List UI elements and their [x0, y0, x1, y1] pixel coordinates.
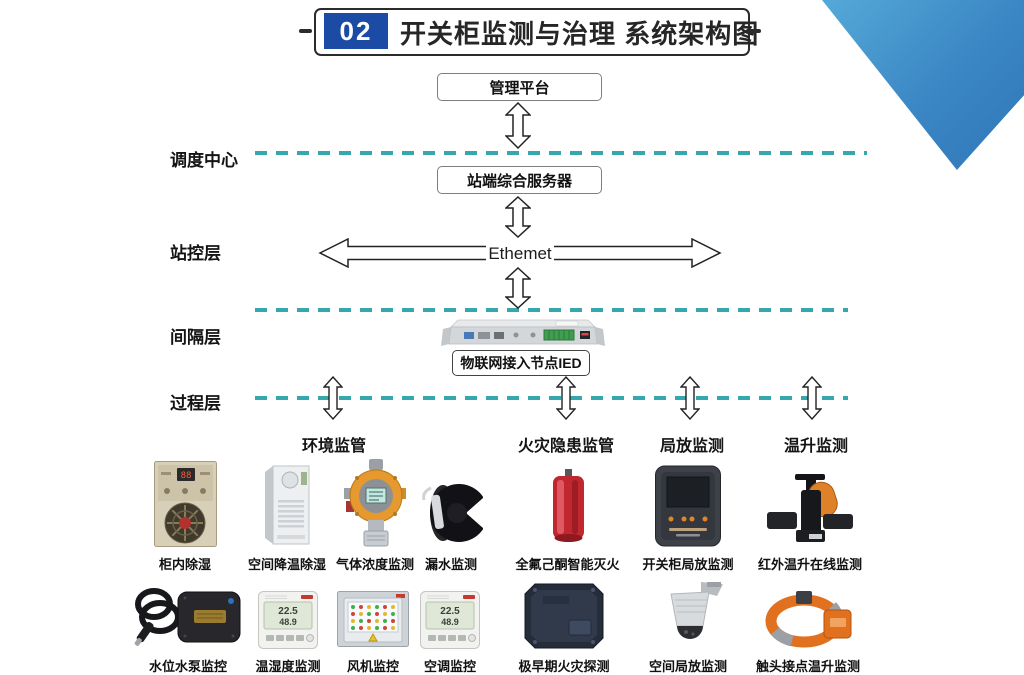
early-fire-detector-icon [524, 583, 604, 649]
double-arrow-icon [505, 267, 531, 309]
category-temperature-rise: 温升监测 [783, 438, 849, 455]
device-cell: 88 柜内除湿 [120, 456, 250, 573]
tier-line-dispatch [255, 151, 867, 155]
layer-label-bay: 间隔层 [170, 328, 221, 347]
device-label: 全氟己酮智能灭火 [515, 557, 620, 572]
device-label: 红外温升在线监测 [757, 557, 862, 572]
title-frame: 02 开关柜监测与治理 系统架构图 [314, 8, 760, 56]
ethernet-bus-arrow: Ethemet [318, 238, 722, 268]
double-arrow-icon [505, 102, 531, 149]
device-cell: 水位水泵监控 [123, 582, 253, 675]
layer-label-station-control: 站控层 [170, 244, 221, 263]
tier-line-process [255, 396, 848, 400]
device-label: 风机监控 [346, 659, 399, 674]
ied-rack-device-image [441, 319, 605, 346]
node-management-platform: 管理平台 [437, 73, 602, 101]
device-label: 空间降温除湿 [247, 557, 326, 572]
temp-humidity-meter-icon: 22.5 48.9 [258, 591, 318, 649]
double-arrow-icon [505, 196, 531, 238]
fire-suppression-cylinder-icon [552, 469, 584, 542]
partial-discharge-monitor-icon [655, 465, 721, 547]
device-cell: 空间局放监测 [623, 582, 753, 675]
device-cell: 漏水监测 [386, 456, 516, 573]
cooling-cabinet-icon [265, 465, 310, 545]
air-conditioner-meter-icon: 22.5 48.9 [420, 591, 480, 649]
svg-text:48.9: 48.9 [441, 617, 459, 627]
double-arrow-icon [680, 376, 700, 420]
device-label: 空间局放监测 [648, 659, 727, 674]
category-fire-hazard: 火灾隐患监管 [517, 438, 615, 455]
water-pump-sensor-icon [134, 588, 241, 646]
ptz-camera-icon [670, 582, 723, 639]
device-label: 极早期火灾探测 [518, 659, 610, 674]
node-iot-ied: 物联网接入节点IED [452, 350, 590, 376]
infrared-temperature-monitor-icon [767, 474, 853, 542]
device-label: 气体浓度监测 [335, 557, 414, 572]
svg-text:88: 88 [180, 471, 191, 481]
device-cell: 空间降温除湿 [222, 456, 352, 573]
corner-ribbon-triangle [822, 0, 1024, 170]
device-cell: 开关柜局放监测 [623, 456, 753, 573]
device-label: 空调监控 [423, 659, 476, 674]
device-cell: 气体浓度监测 [310, 456, 440, 573]
ethernet-label: Ethemet [488, 244, 552, 263]
device-cell: 22.5 48.9 温湿度监测 [223, 582, 353, 675]
device-label: 触头接点温升监测 [755, 659, 860, 674]
device-label: 开关柜局放监测 [642, 557, 734, 572]
svg-text:48.9: 48.9 [279, 617, 297, 627]
page-title: 开关柜监测与治理 系统架构图 [400, 18, 760, 49]
title-dash-left [299, 29, 312, 33]
tier-line-bay [255, 308, 848, 312]
category-environment: 环境监管 [301, 438, 367, 455]
layer-label-process: 过程层 [170, 394, 221, 413]
double-arrow-icon [323, 376, 343, 420]
layer-label-dispatch-center: 调度中心 [170, 151, 238, 170]
svg-text:22.5: 22.5 [440, 606, 460, 617]
device-cell: 风机监控 [308, 582, 438, 675]
device-cell: 红外温升在线监测 [735, 456, 885, 573]
device-label: 温湿度监测 [255, 659, 321, 674]
device-cell: 全氟己酮智能灭火 [495, 456, 640, 573]
device-cell: 22.5 48.9 空调监控 [385, 582, 515, 675]
device-label: 柜内除湿 [158, 557, 211, 572]
gas-detector-icon [344, 459, 406, 547]
double-arrow-icon [802, 376, 822, 420]
water-leak-sensor-icon [422, 484, 483, 542]
device-cell: 极早期火灾探测 [499, 582, 629, 675]
device-cell: 触头接点温升监测 [733, 582, 883, 675]
double-arrow-icon [556, 376, 576, 420]
title-number-badge: 02 [324, 13, 388, 49]
cabinet-dehumidifier-icon: 88 [153, 461, 217, 547]
contact-temperature-clamp-icon [765, 591, 852, 648]
device-label: 水位水泵监控 [148, 659, 227, 674]
title-dash-right [748, 29, 761, 33]
fan-control-cabinet-icon [337, 591, 409, 647]
category-partial-discharge: 局放监测 [659, 438, 725, 455]
node-station-server: 站端综合服务器 [437, 166, 602, 194]
device-label: 漏水监测 [424, 557, 477, 572]
svg-text:22.5: 22.5 [278, 606, 298, 617]
